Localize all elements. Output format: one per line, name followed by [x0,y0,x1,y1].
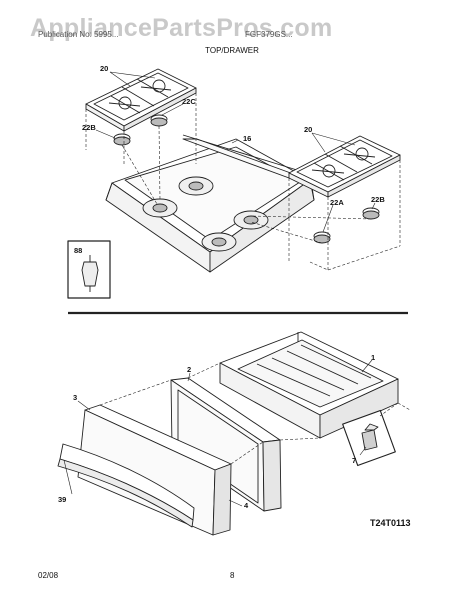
callout-drawer: 1 [371,353,375,362]
guide-lines-top [85,93,401,271]
callout-cooktop: 16 [243,134,251,143]
burner-grate-right [288,135,401,198]
guide-lines-bottom [99,362,411,465]
footer-date: 02/08 [38,571,59,580]
callout-handle: 39 [58,495,66,504]
inset-box-88 [67,240,111,299]
burner-cap-22b-right [362,207,380,220]
footer-page-number: 8 [230,571,235,580]
cooktop-main-top [105,134,315,273]
page-title: TOP/DRAWER [205,46,259,55]
callout-labels: 20 22C 22B 16 20 22A 22B 88 1 2 3 4 39 7 [58,64,385,510]
callout-front-back: 4 [244,501,249,510]
header-model: FGF379GS... [245,30,293,39]
callout-leaders-top [95,71,376,233]
drawer-clip [342,409,396,467]
callout-22c: 22C [182,97,196,106]
callout-22b-right: 22B [371,195,385,204]
header-publication: Publication No: 5995... [38,30,119,39]
drawer-handle [57,443,195,528]
callout-22b-left: 22B [82,123,96,132]
callout-inset-88: 88 [74,246,82,255]
diagram-code: T24T0113 [370,518,411,528]
callout-leaders-bottom [63,359,373,507]
callout-grate-right: 20 [304,125,312,134]
watermark: AppliancePartsPros.com [30,14,333,42]
callout-22a: 22A [330,198,344,207]
callout-grate-left: 20 [100,64,108,73]
callout-front: 3 [73,393,77,402]
burner-grate-left [85,68,197,132]
drawer-panel [170,377,282,512]
burner-cap-22c [150,114,168,127]
callout-clip: 7 [352,456,356,465]
drawer-box [219,331,399,439]
callout-panel: 2 [187,365,191,374]
burner-cap-22b-left [113,133,131,146]
